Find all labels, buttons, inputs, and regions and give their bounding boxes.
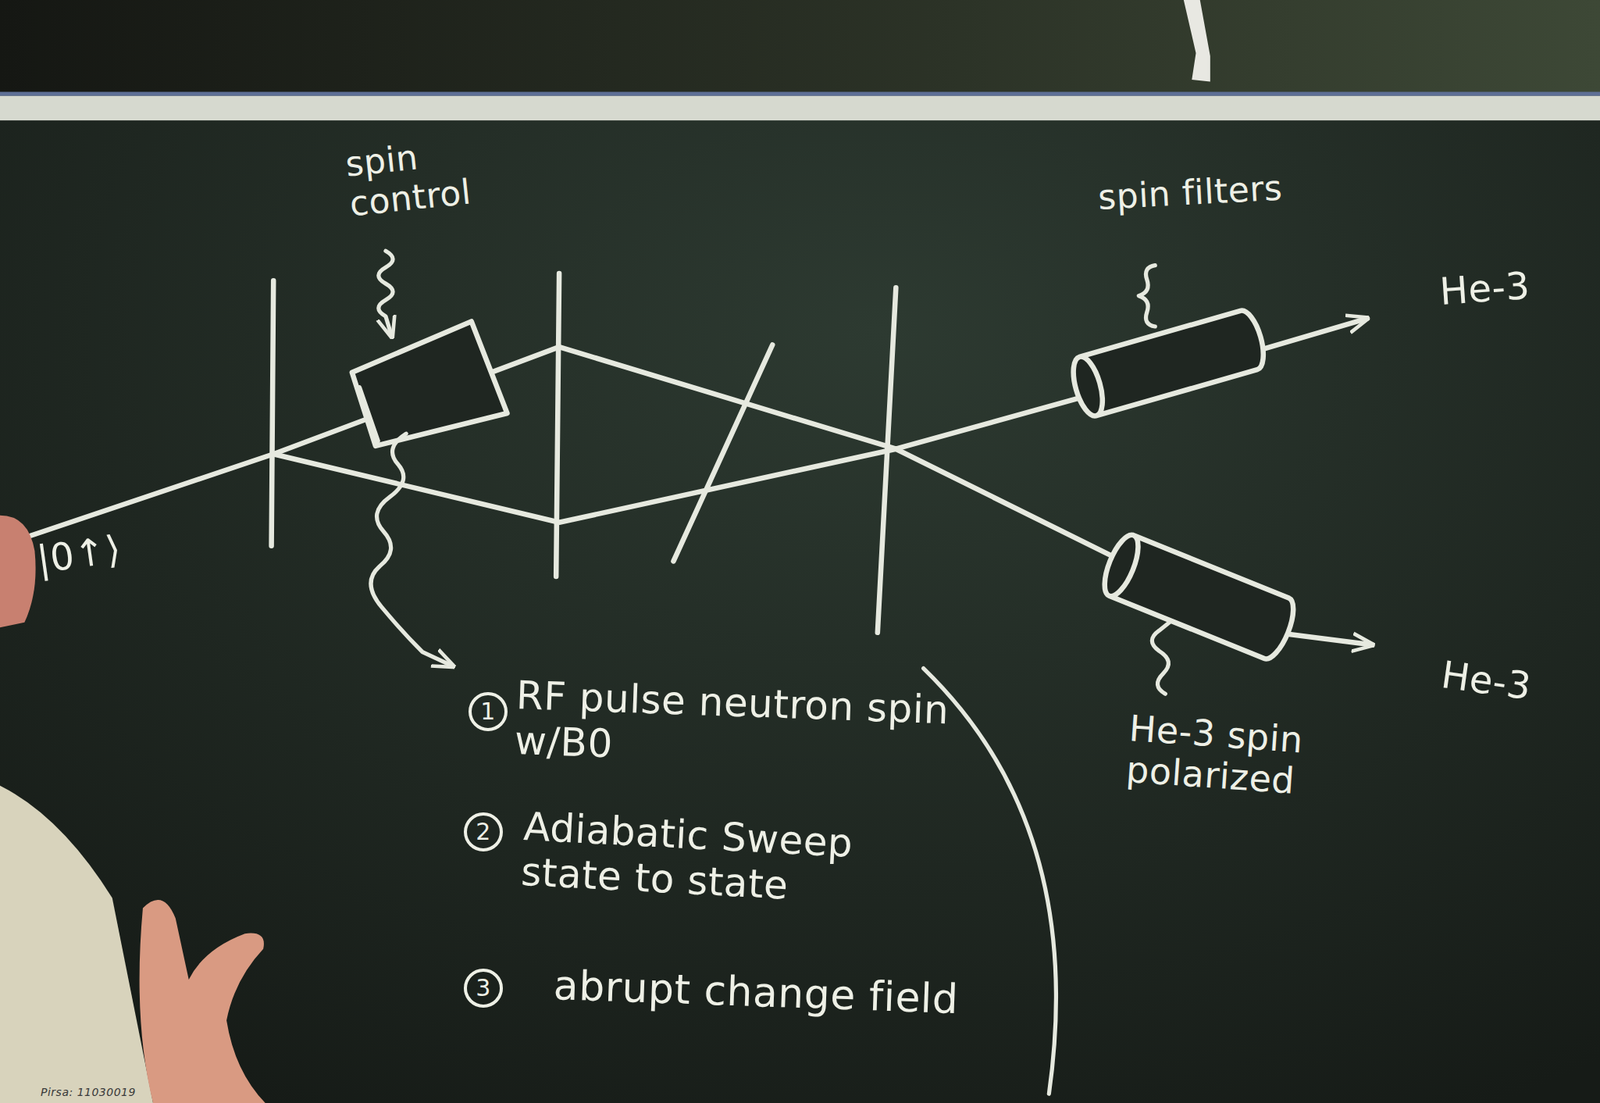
incoming-beam: [30, 453, 274, 535]
wall: [0, 0, 1600, 94]
leader-wave: [378, 250, 393, 337]
detector-label: He-3: [1438, 261, 1566, 314]
analyzer-crystal: [877, 287, 897, 632]
brace: [1138, 265, 1155, 327]
leader-wave: [1151, 622, 1169, 694]
note-text: RF pulse neutron spin w/B0: [513, 673, 970, 779]
lecturer-hand: [139, 899, 266, 1103]
box-edge: [359, 387, 378, 441]
lecturer-shirt: [0, 785, 154, 1103]
phase-shifter: [673, 344, 773, 561]
mirror-crystal: [555, 273, 560, 577]
spin-filter-cylinder: [1097, 530, 1301, 663]
board-edge: [0, 92, 1600, 97]
output-beam: [895, 395, 1087, 449]
lecturer-face: [0, 515, 36, 628]
output-beam: [1253, 318, 1368, 353]
splitter-crystal: [271, 280, 275, 546]
lower-beam: [273, 448, 896, 523]
leader-wave: [370, 433, 453, 667]
spin-control-box: [352, 320, 508, 446]
chalk-stick: [1183, 0, 1211, 82]
output-beam: [1275, 632, 1372, 645]
callout-number: 3: [463, 968, 503, 1008]
watermark: Pirsa: 11030019: [40, 1085, 213, 1098]
callout-number: 2: [463, 812, 503, 852]
callout-number: 1: [468, 691, 508, 731]
output-beam: [895, 448, 1123, 562]
chalk-tray: [0, 96, 1600, 121]
spin-filter-cylinder: [1067, 306, 1269, 419]
